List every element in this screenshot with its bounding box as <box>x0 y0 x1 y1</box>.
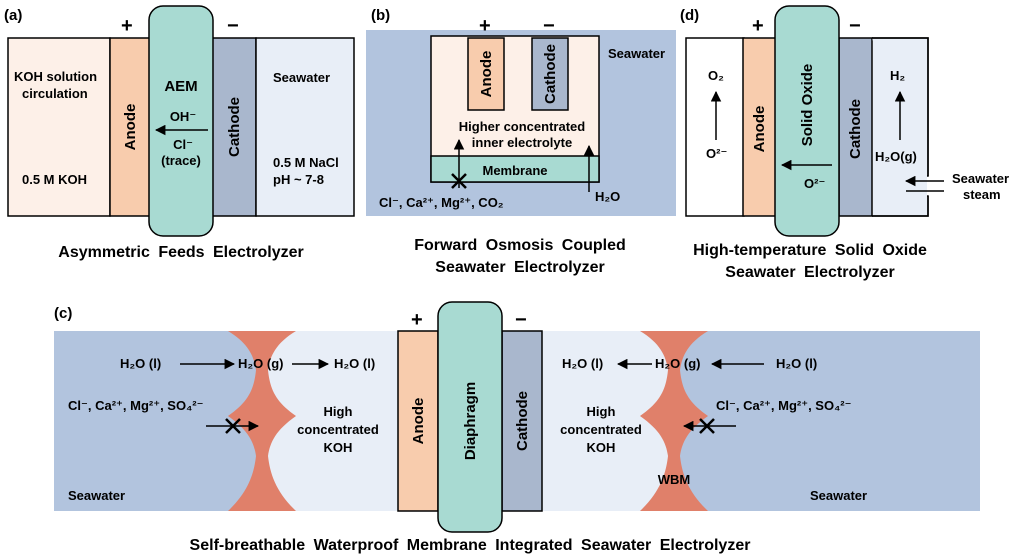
water-b-label: H₂O <box>595 189 620 204</box>
minus-sign-c: − <box>515 309 527 331</box>
panel-c: (c) + − H₂O (l) H₂O (g) H₂O (l) Cl⁻, Ca²… <box>54 301 980 554</box>
caption-b-2: Seawater Electrolyzer <box>435 259 604 276</box>
koh-compartment <box>7 37 111 217</box>
right-block-cross-icon <box>699 418 715 434</box>
inner-electrolyte-label-2: inner electrolyte <box>472 135 572 150</box>
caption-d-2: Seawater Electrolyzer <box>725 264 894 281</box>
h2-gas-label: H₂ <box>890 68 905 83</box>
caption-a: Asymmetric Feeds Electrolyzer <box>58 244 303 261</box>
anode-chamber-d <box>685 37 745 217</box>
wbm-membrane-right <box>640 331 708 511</box>
panel-a-tag: (a) <box>4 7 22 24</box>
minus-sign-d: − <box>849 15 861 37</box>
left-block-cross-icon <box>225 418 241 434</box>
solid-oxide-label: Solid Oxide <box>799 64 816 147</box>
koh-circulation-label-2: circulation <box>22 86 88 101</box>
caption-c: Self-breathable Waterproof Membrane Inte… <box>190 537 751 554</box>
left-liquid-water-out: H₂O (l) <box>334 356 375 371</box>
right-liquid-water-in: H₂O (l) <box>776 356 817 371</box>
anode-a-label: Anode <box>122 104 139 151</box>
koh-conc-label: 0.5 M KOH <box>22 172 87 187</box>
wbm-label: WBM <box>658 472 691 487</box>
caption-d-1: High-temperature Solid Oxide <box>693 242 927 259</box>
anode-d <box>742 37 777 217</box>
left-koh-label-1: High <box>324 404 353 419</box>
nacl-conc-label: 0.5 M NaCl <box>273 155 339 170</box>
seawater-steam-label-2: steam <box>963 187 1001 202</box>
panel-c-tag: (c) <box>54 305 72 322</box>
cathode-d-label: Cathode <box>847 99 864 159</box>
koh-circulation-label-1: KOH solution <box>14 69 97 84</box>
plus-sign-d: + <box>752 15 764 37</box>
cathode-c <box>501 330 543 512</box>
anode-b <box>467 37 505 111</box>
right-rejected-ions: Cl⁻, Ca²⁺, Mg²⁺, SO₄²⁻ <box>716 398 851 413</box>
left-koh-label-3: KOH <box>324 440 353 455</box>
seawater-a-label: Seawater <box>273 70 330 85</box>
cathode-b-label: Cathode <box>542 44 559 104</box>
o2-gas-label: O₂ <box>708 68 724 83</box>
steam-feed-label: H₂O(g) <box>875 149 917 164</box>
plus-sign-a: + <box>121 15 133 37</box>
oxide-ion-label-d2: O²⁻ <box>804 176 825 191</box>
diaphragm-label: Diaphragm <box>462 382 479 460</box>
anode-c <box>397 330 439 512</box>
solid-oxide-electrolyte <box>774 5 840 237</box>
anode-b-label: Anode <box>478 51 495 98</box>
diaphragm <box>437 301 503 533</box>
cathode-a-label: Cathode <box>226 97 243 157</box>
aem-membrane <box>148 5 214 237</box>
anode-d-label: Anode <box>751 106 768 153</box>
right-vapor-label: H₂O (g) <box>655 356 701 371</box>
ph-label: pH ~ 7-8 <box>273 172 324 187</box>
plus-sign-b: + <box>479 15 491 37</box>
plus-sign-c: + <box>411 309 423 331</box>
right-seawater-label: Seawater <box>810 488 867 503</box>
membrane-b-label: Membrane <box>482 163 547 178</box>
left-rejected-ions: Cl⁻, Ca²⁺, Mg²⁺, SO₄²⁻ <box>68 398 203 413</box>
panel-b-tag: (b) <box>371 7 390 24</box>
panel-d-tag: (d) <box>680 7 699 24</box>
right-koh-label-3: KOH <box>587 440 616 455</box>
aem-label: AEM <box>164 78 197 95</box>
left-liquid-water-in: H₂O (l) <box>120 356 161 371</box>
seawater-compartment-a <box>255 37 355 217</box>
oh-ion-label: OH⁻ <box>170 109 196 124</box>
cathode-c-label: Cathode <box>514 391 531 451</box>
seawater-b-label: Seawater <box>608 46 665 61</box>
cathode-a <box>211 37 257 217</box>
left-vapor-label: H₂O (g) <box>238 356 284 371</box>
anode-a <box>109 37 151 217</box>
left-koh-label-2: concentrated <box>297 422 379 437</box>
panel-a: (a) + − KOH solution circulation 0.5 M K… <box>4 5 355 261</box>
seawater-steam-label-1: Seawater <box>952 171 1009 186</box>
block-cross-icon <box>451 173 467 189</box>
minus-sign-a: − <box>227 15 239 37</box>
wbm-membrane-left <box>228 331 296 511</box>
cl-trace-label: (trace) <box>161 153 201 168</box>
anode-c-label: Anode <box>410 398 427 445</box>
right-liquid-water-out: H₂O (l) <box>562 356 603 371</box>
cathode-chamber-outline <box>872 37 929 217</box>
rejected-ions-label: Cl⁻, Ca²⁺, Mg²⁺, CO₂ <box>379 195 504 210</box>
caption-b-1: Forward Osmosis Coupled <box>414 237 626 254</box>
right-koh-label-2: concentrated <box>560 422 642 437</box>
panel-d: (d) + − O₂ O²⁻ Anode Solid Oxide O²⁻ Cat… <box>680 5 1009 281</box>
minus-sign-b: − <box>543 15 555 37</box>
oxide-ion-label-d1: O²⁻ <box>706 146 727 161</box>
panel-b: (b) + − Seawater Anode Cathode Higher co… <box>366 7 676 276</box>
right-koh-label-1: High <box>587 404 616 419</box>
cl-ion-label: Cl⁻ <box>173 137 193 152</box>
left-seawater-label: Seawater <box>68 488 125 503</box>
cathode-b <box>531 37 569 111</box>
inner-electrolyte-label-1: Higher concentrated <box>459 119 585 134</box>
